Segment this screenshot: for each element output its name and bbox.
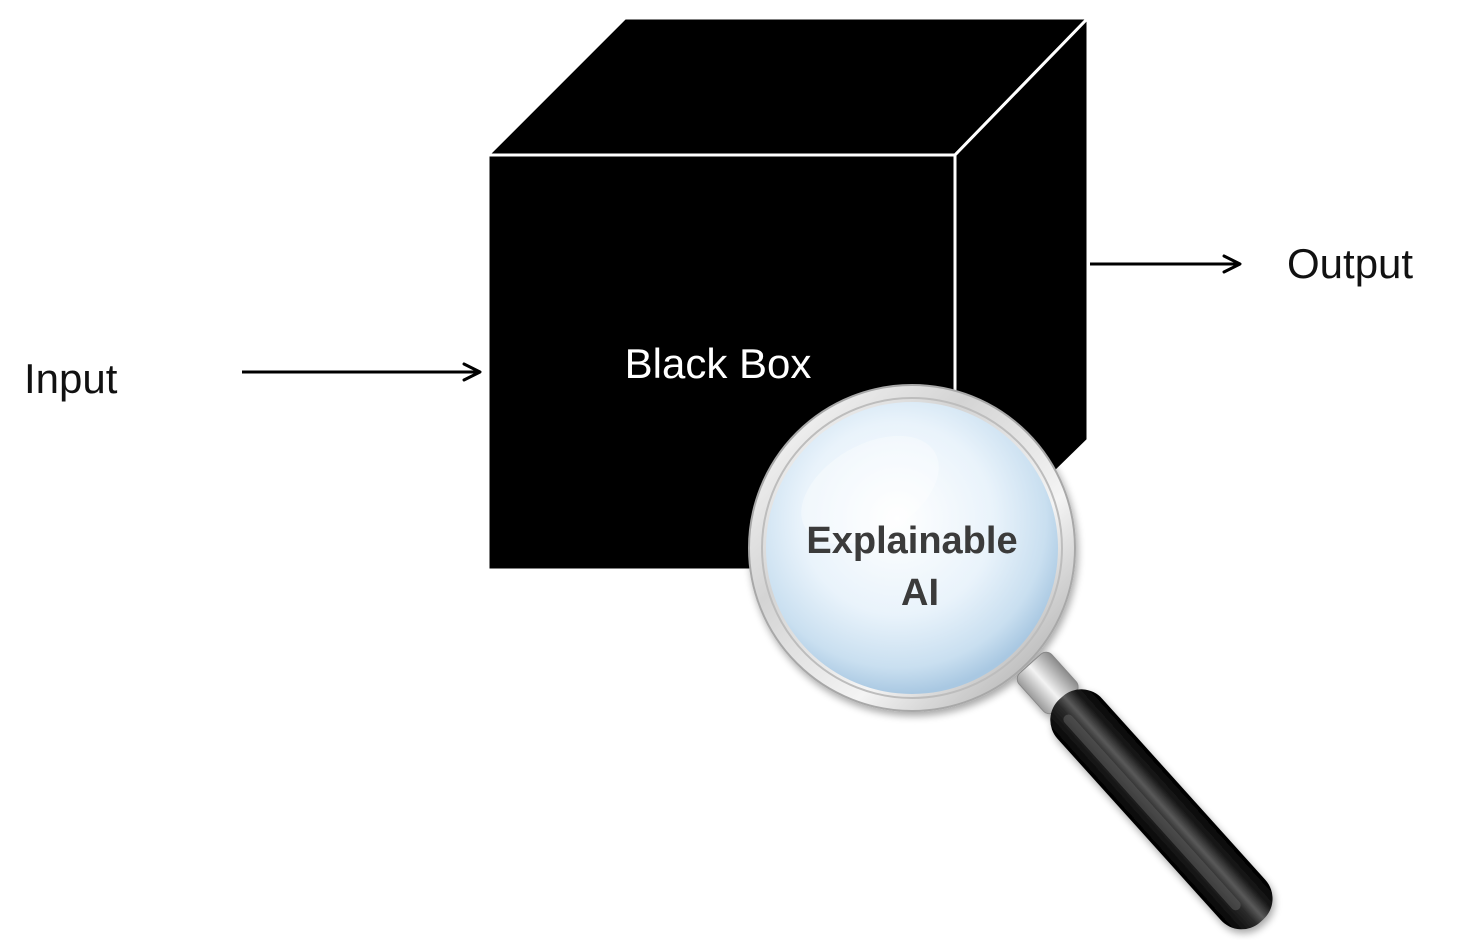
output-label: Output: [1287, 240, 1413, 287]
lens-label-line2: AI: [901, 572, 939, 614]
input-label: Input: [24, 355, 118, 402]
magnifier-handle: [1050, 689, 1273, 930]
magnifying-glass-icon: Explainable AI: [748, 384, 1273, 930]
lens-label-line1: Explainable: [806, 520, 1017, 562]
black-box-label: Black Box: [625, 340, 812, 387]
